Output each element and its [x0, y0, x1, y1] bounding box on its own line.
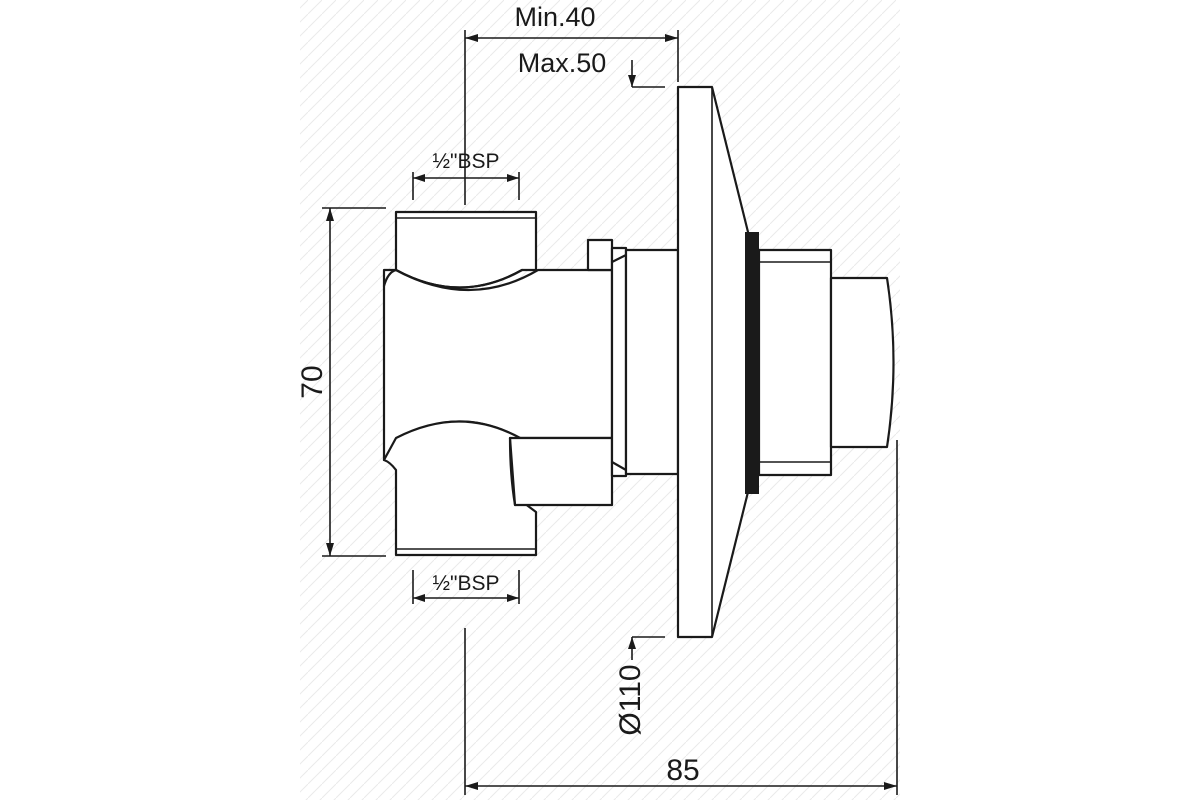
dimension-bsp-top — [412, 172, 520, 200]
dimension-height-label: 70 — [296, 365, 329, 398]
dimension-diameter-label: Ø110 — [614, 664, 647, 735]
dimension-height — [322, 207, 386, 557]
valve-body — [382, 210, 680, 557]
dimension-min-label: Min.40 — [514, 2, 595, 32]
dimension-max-label: Max.50 — [518, 48, 607, 78]
dimension-depth-label: 85 — [666, 754, 699, 787]
dimension-bsp-bottom-label: ½"BSP — [433, 572, 500, 595]
dimension-diameter — [628, 636, 665, 660]
dimension-bsp-bottom — [412, 570, 520, 604]
push-button — [757, 248, 895, 477]
dimension-depth — [464, 440, 898, 795]
dimension-min-max — [464, 30, 679, 205]
dimension-bsp-top-label: ½"BSP — [433, 150, 500, 173]
gasket-ring — [745, 232, 759, 494]
